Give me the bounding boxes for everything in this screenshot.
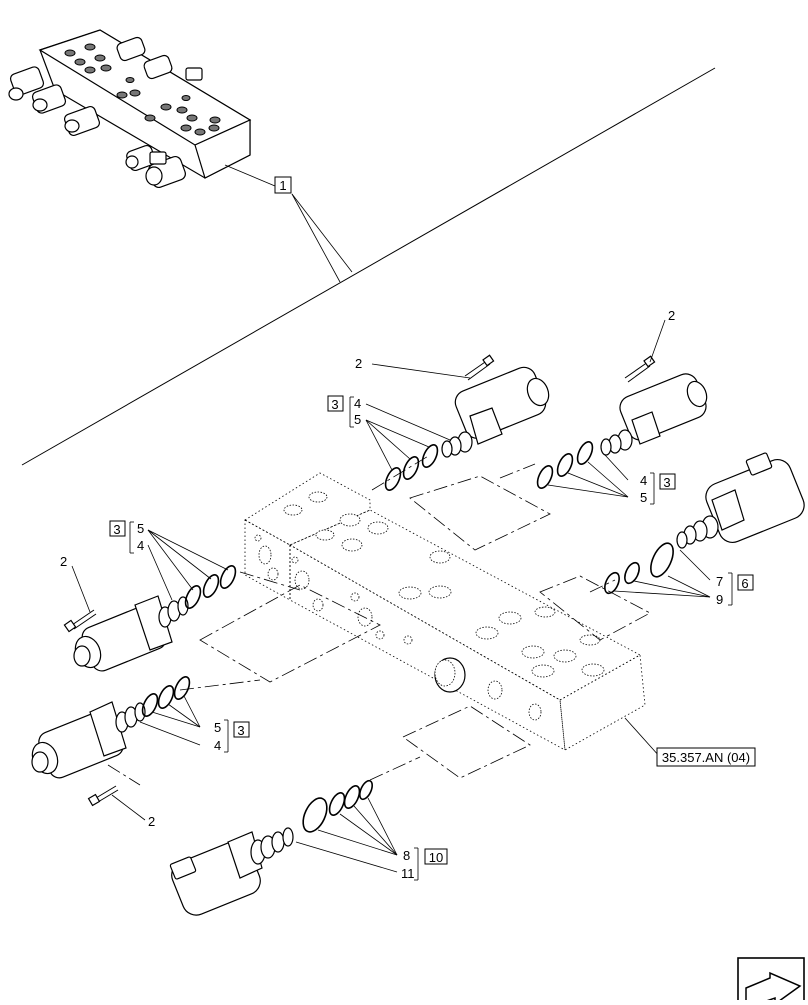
callout-3-top-right-box [659, 473, 676, 490]
leader-2-left [71, 565, 91, 613]
seal-rings-left-lower [141, 676, 191, 717]
callout-3-left-box [109, 520, 126, 537]
leader-2-top-right [649, 319, 666, 363]
callout-10-box [424, 848, 448, 865]
callout-2-bottom: 2 [148, 814, 155, 829]
seal-rings-top-right [536, 441, 594, 489]
callout-6-box [737, 574, 754, 591]
leaders-bottom [295, 797, 419, 881]
callout-5-left: 5 [137, 521, 144, 536]
screw-left-lower [87, 785, 119, 807]
callout-11: 11 [401, 866, 415, 881]
callout-5-top-right: 5 [640, 490, 647, 505]
solenoid-upper-right [600, 373, 708, 456]
valve-assembly-overview [8, 29, 252, 189]
arrow-icon[interactable] [737, 957, 805, 1005]
reference-box [656, 747, 756, 767]
callout-6: 6 [741, 576, 748, 591]
callout-3-top-box [327, 395, 344, 412]
callout-7: 7 [716, 574, 723, 589]
leader-2-bottom [111, 794, 146, 821]
seal-rings-right [604, 542, 674, 595]
callout-4-top-right: 4 [640, 473, 647, 488]
leader-2-top [371, 363, 471, 379]
leaders-left-lower [139, 695, 229, 753]
leaders-top-center [349, 396, 451, 471]
callout-2-top-right: 2 [668, 308, 675, 323]
seal-rings-bottom [302, 779, 373, 833]
leaders-top-right [547, 454, 655, 505]
leaders-left-middle [129, 521, 229, 601]
callout-4-left-lower: 4 [214, 738, 221, 753]
mounting-outlines [107, 454, 651, 786]
callout-2-top: 2 [355, 356, 362, 371]
callout-3-left-lower: 3 [237, 723, 244, 738]
callout-3-top: 3 [331, 397, 338, 412]
ref-leader [624, 717, 661, 758]
screw-top-right [624, 355, 656, 383]
callout-10: 10 [429, 850, 443, 865]
callout-5-left-lower: 5 [214, 720, 221, 735]
solenoid-upper-center [441, 366, 550, 458]
solenoid-bottom [169, 827, 294, 916]
callout-8: 8 [403, 848, 410, 863]
screw-left-middle [63, 609, 97, 633]
solenoid-left-lower [31, 701, 146, 779]
manifold-block [244, 472, 646, 751]
solenoid-right [676, 452, 805, 549]
callout-3-left: 3 [113, 522, 120, 537]
callout-9: 9 [716, 592, 723, 607]
screw-top-center [464, 354, 495, 381]
callout-3-top-right: 3 [663, 475, 670, 490]
callout-1-box [274, 176, 292, 194]
callout-4-left: 4 [137, 538, 144, 553]
callout-3-left-lower-box [233, 721, 250, 738]
callout-5-top: 5 [354, 412, 361, 427]
callout-4-top: 4 [354, 396, 361, 411]
seal-rings-top-center [384, 444, 439, 491]
callout-2-left: 2 [60, 554, 67, 569]
callout-1: 1 [279, 178, 286, 193]
leaders-right [613, 549, 733, 606]
separator-and-leader-1 [21, 67, 716, 466]
solenoid-left-middle [73, 595, 189, 672]
seal-rings-left-middle [184, 565, 237, 609]
reference-label: 35.357.AN (04) [662, 750, 750, 765]
